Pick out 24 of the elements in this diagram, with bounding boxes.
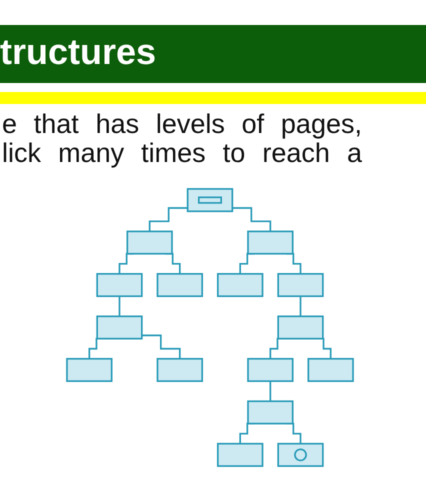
connector: [270, 380, 272, 402]
node-box: [156, 273, 204, 298]
node-box: [247, 400, 294, 424]
connector: [232, 207, 272, 232]
connector: [118, 295, 120, 318]
connector: [142, 334, 181, 360]
node-box: [186, 188, 234, 212]
body-text: e that has levels of pages, lick many times to reach a: [2, 110, 362, 168]
node-box: [156, 358, 204, 382]
node-box: [216, 442, 264, 467]
node-box: [247, 230, 294, 255]
node-box: [247, 358, 294, 382]
node-box: [66, 358, 112, 382]
node-box: [308, 358, 354, 382]
node-box: [277, 442, 324, 467]
node-box: [216, 273, 264, 298]
connector: [300, 295, 302, 318]
node-box: [277, 315, 324, 340]
connector: [148, 207, 188, 232]
node-box: [277, 273, 324, 298]
slide-title: tructures: [0, 30, 156, 74]
node-box: [126, 230, 173, 255]
node-box: [96, 273, 143, 298]
node-box: [96, 315, 143, 340]
